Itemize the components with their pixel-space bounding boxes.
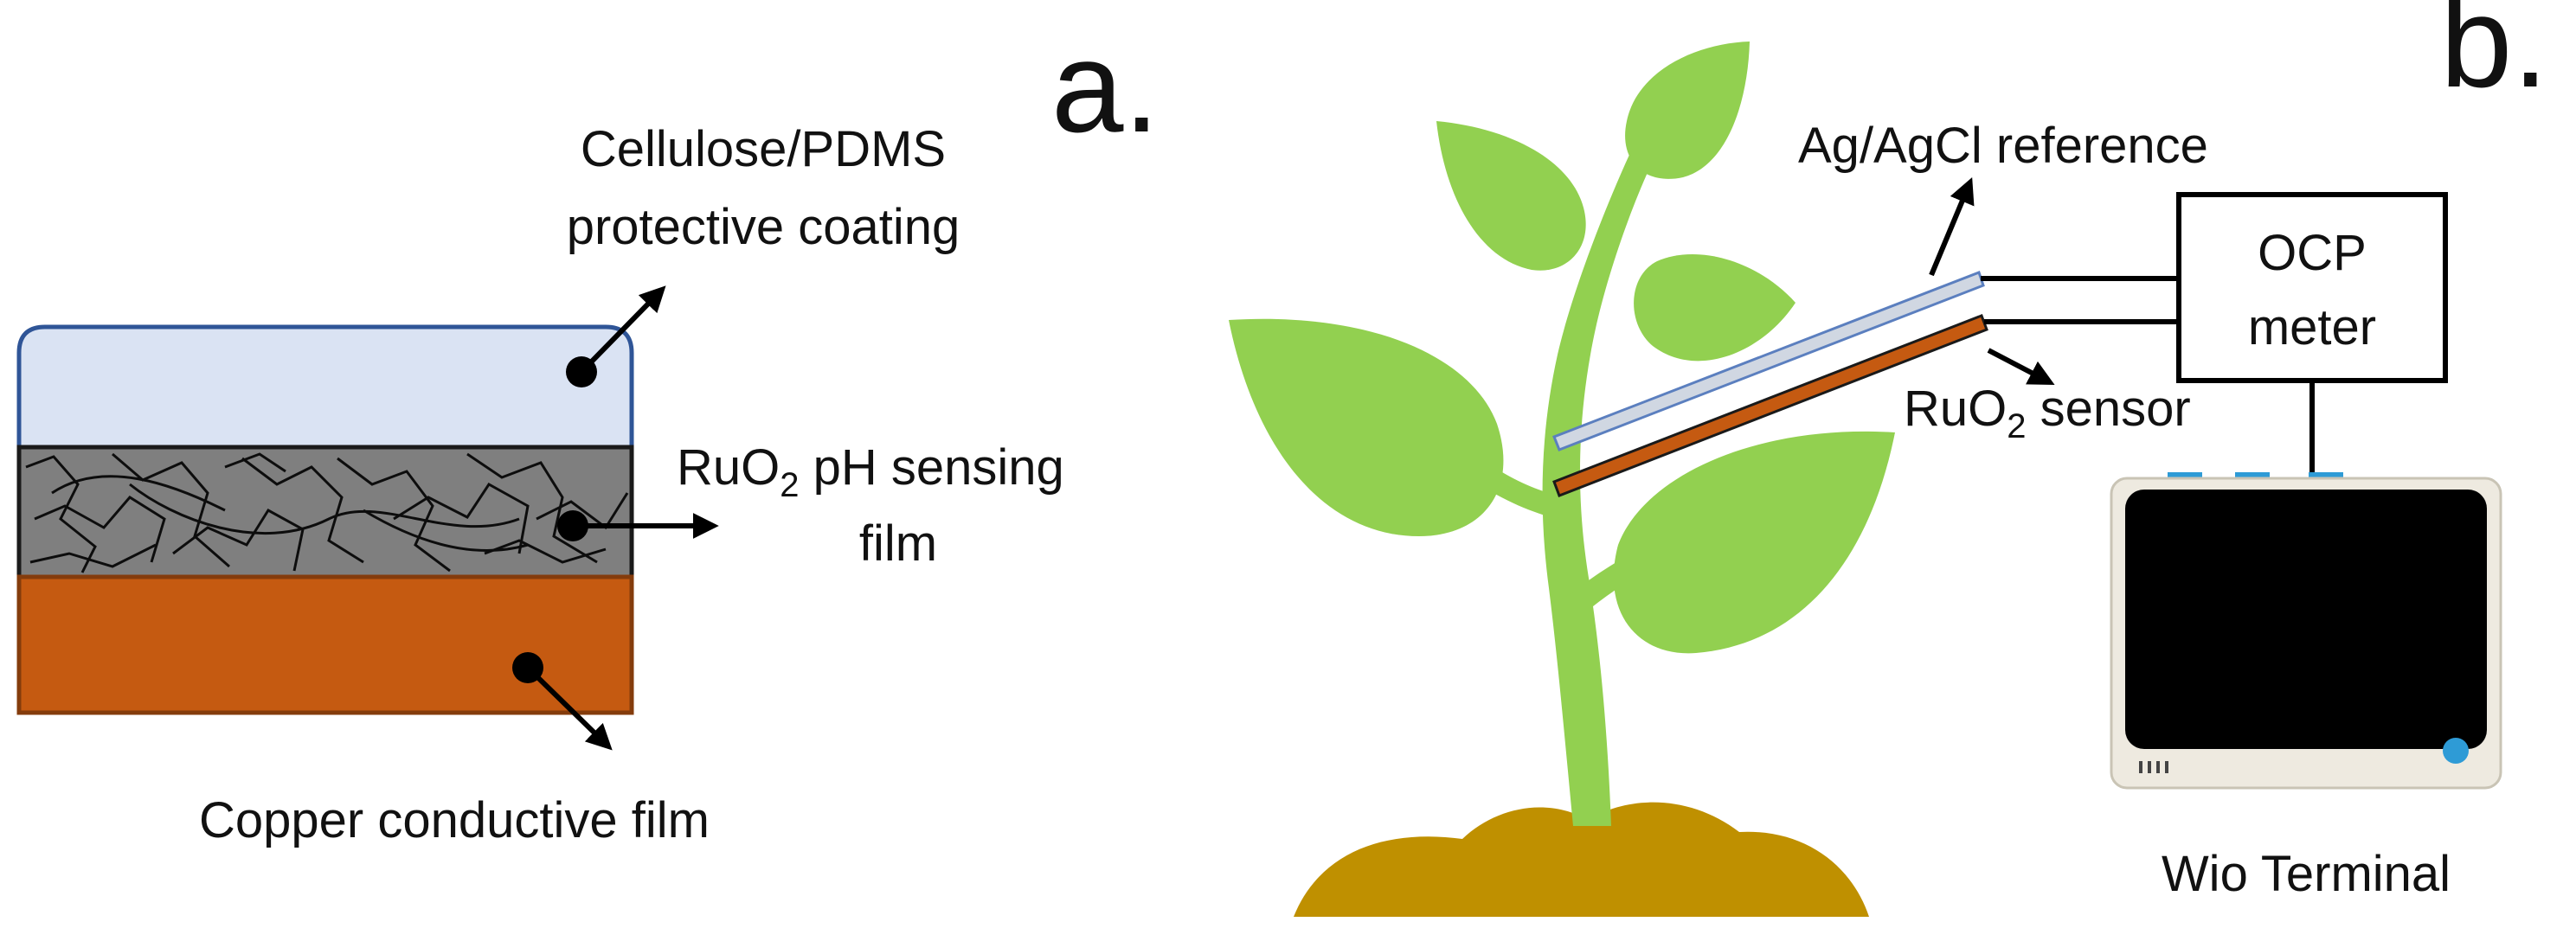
wio-terminal-label: Wio Terminal — [2162, 846, 2451, 902]
terminal-screen — [2125, 490, 2487, 749]
copper-conductive-layer — [16, 574, 634, 715]
copper-label: Copper conductive film — [199, 792, 710, 848]
ruo2-sensor-electrode — [1552, 314, 1988, 497]
sensor-pointer-arrow — [1987, 348, 2055, 386]
ruo2-sensing-film-layer — [16, 445, 634, 579]
ruo2-film-label-line2: film — [859, 515, 937, 572]
copper-pointer-arrow — [525, 665, 613, 751]
reference-pointer-arrow — [1929, 177, 1975, 277]
plant-stem — [1542, 145, 1654, 826]
wio-terminal-device — [2110, 472, 2502, 790]
leaf-small-right — [1634, 253, 1795, 362]
panel-a: a. C — [16, 14, 1160, 848]
soil-mound — [1294, 802, 1869, 917]
coating-label-line2: protective coating — [567, 199, 960, 255]
panel-a-letter: a. — [1051, 14, 1160, 159]
leaf-large-right — [1613, 431, 1895, 654]
sensor-label: RuO2 sensor — [1904, 381, 2191, 445]
leaf-large-left — [1229, 318, 1504, 536]
panel-b: b. OCP — [1229, 0, 2548, 917]
plant-illustration — [1229, 42, 1895, 917]
coating-label-line1: Cellulose/PDMS — [581, 121, 946, 177]
leaf-top — [1625, 42, 1750, 179]
ocp-meter-box — [2176, 192, 2448, 383]
terminal-vent-slots — [2139, 761, 2168, 773]
protective-coating-layer — [16, 324, 634, 450]
reference-label: Ag/AgCl reference — [1798, 118, 2208, 174]
ocp-meter-label-line1: OCP — [2258, 225, 2367, 281]
reference-electrode — [1552, 271, 1985, 451]
coating-pointer-arrow — [579, 285, 666, 374]
terminal-top-button-1 — [2168, 472, 2202, 479]
film-crack-texture — [25, 452, 629, 573]
terminal-five-way-button — [2443, 738, 2469, 764]
ocp-meter-label-line2: meter — [2248, 299, 2376, 355]
ruo2-film-label: RuO2 pH sensing — [677, 439, 1064, 504]
panel-b-letter: b. — [2440, 0, 2548, 114]
terminal-top-button-3 — [2309, 472, 2343, 479]
leaf-upper-left — [1436, 121, 1586, 271]
terminal-top-button-2 — [2235, 472, 2270, 479]
